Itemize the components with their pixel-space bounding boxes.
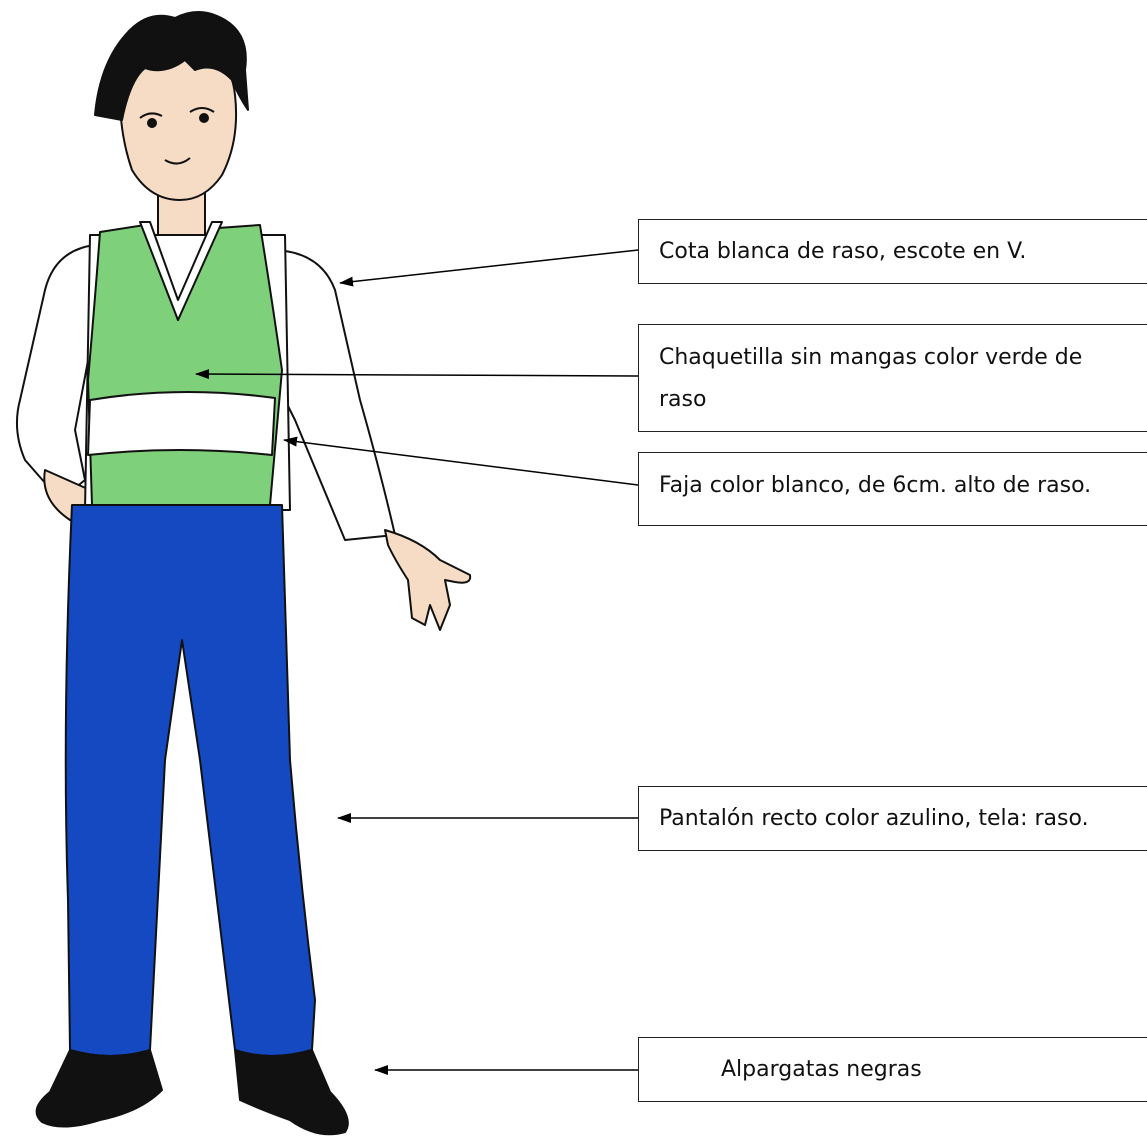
callout-alpargatas-text: Alpargatas negras: [721, 1057, 922, 1082]
callout-cota: Cota blanca de raso, escote en V.: [638, 219, 1147, 284]
right-shoe: [234, 1049, 349, 1136]
person-figure: [15, 11, 472, 1136]
callout-faja-text: Faja color blanco, de 6cm. alto de raso.: [659, 473, 1092, 498]
arrow-chaquetilla: [195, 369, 639, 380]
callout-pantalon: Pantalón recto color azulino, tela: raso…: [638, 786, 1147, 851]
callout-pantalon-text: Pantalón recto color azulino, tela: raso…: [659, 806, 1089, 831]
collar: [139, 221, 223, 321]
callout-chaquetilla: Chaquetilla sin mangas color verde de ra…: [638, 324, 1147, 432]
arrow-faja: [283, 436, 639, 486]
right-hand: [384, 529, 472, 631]
callout-chaquetilla-text: Chaquetilla sin mangas color verde de ra…: [659, 345, 1083, 412]
left-shoe: [35, 1049, 163, 1128]
left-eye: [139, 112, 163, 119]
right-pupil: [199, 113, 209, 123]
callout-alpargatas: Alpargatas negras: [638, 1037, 1147, 1102]
pants: [64, 504, 316, 1057]
callout-cota-text: Cota blanca de raso, escote en V.: [659, 239, 1027, 264]
mouth: [164, 157, 191, 165]
arrow-cota: [339, 249, 639, 287]
callout-faja: Faja color blanco, de 6cm. alto de raso.: [638, 452, 1147, 526]
hair: [94, 11, 249, 121]
sash: [87, 391, 276, 456]
right-eye: [189, 107, 215, 113]
left-sleeve: [15, 244, 96, 501]
pointer-lines: [195, 249, 639, 1075]
left-pupil: [147, 118, 157, 128]
